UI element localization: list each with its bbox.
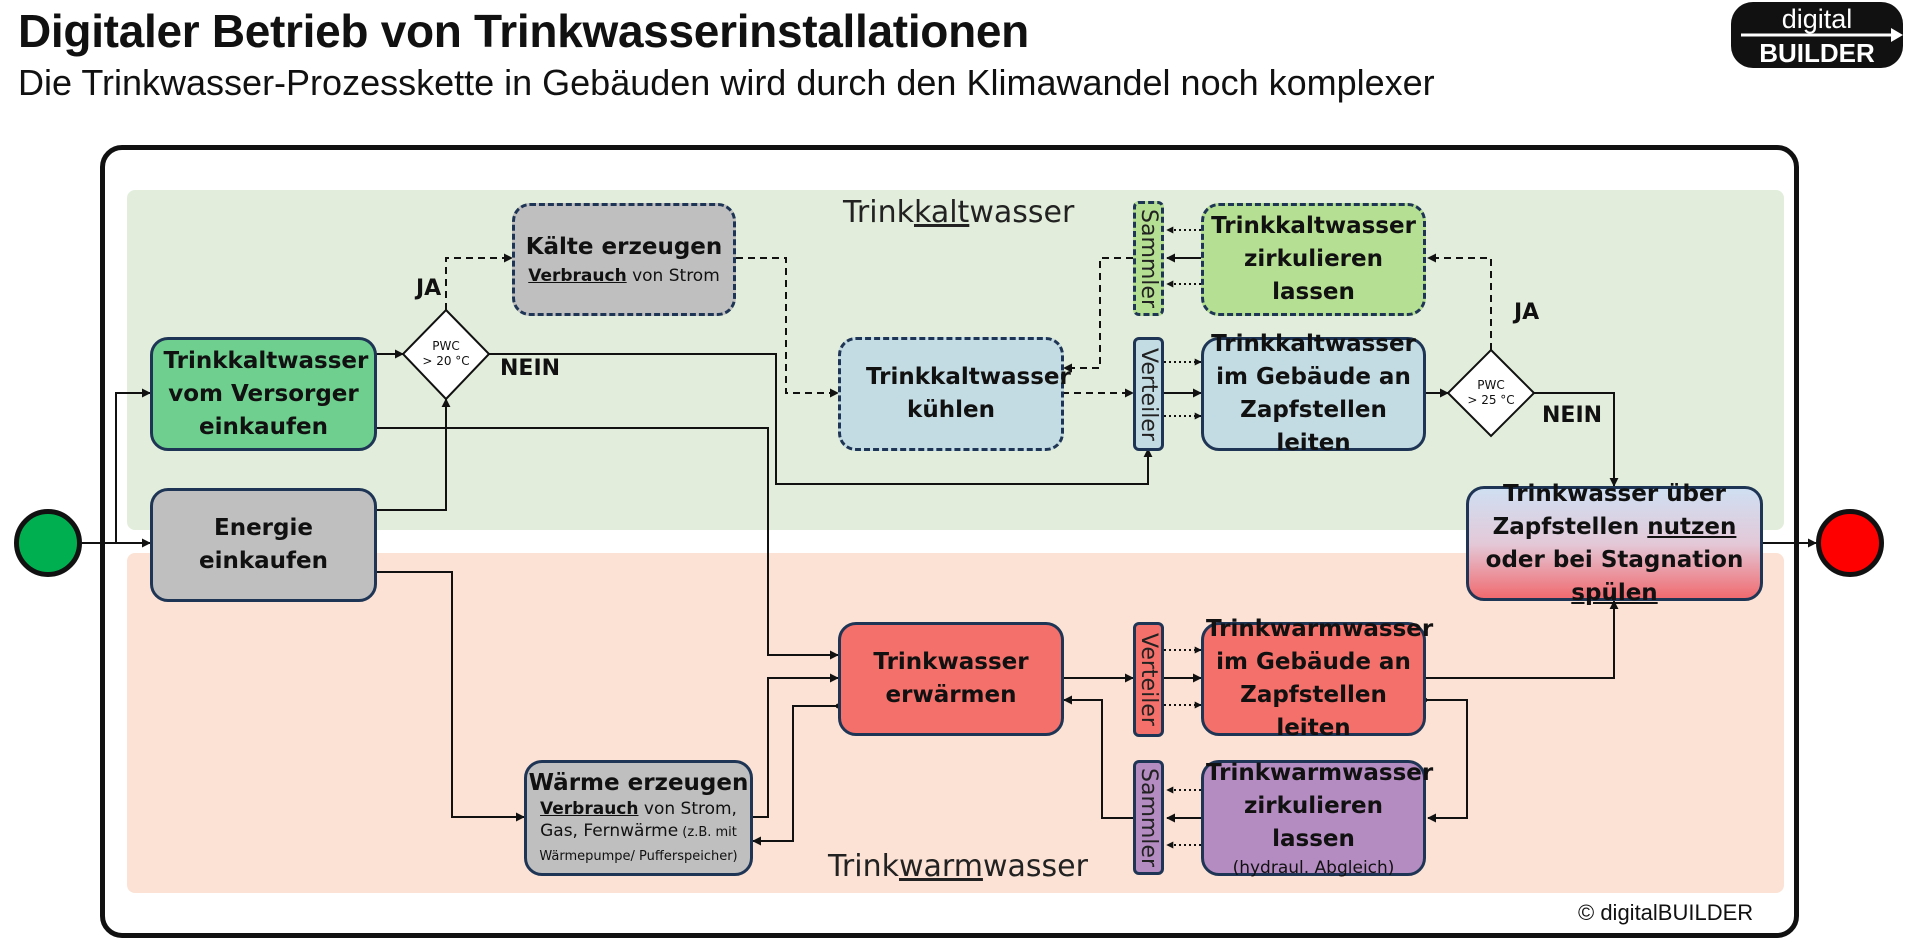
edge-waerme-to-erwaermen bbox=[751, 673, 839, 818]
edge-energie-to-waerme bbox=[371, 569, 525, 822]
logo-arrow-icon bbox=[1741, 28, 1903, 42]
node-trinkwasser-erwaermen-label: Trinkwasser erwärmen bbox=[873, 649, 1029, 708]
node-trinkwasser-nutzen[interactable]: Trinkwasser über Zapfstellen nutzen oder… bbox=[1466, 481, 1763, 606]
node-kaltwasser-kuehlen[interactable]: Trinkkaltwasser kühlen bbox=[838, 337, 1071, 451]
edge-pwc2-nein-to-nutzen bbox=[1534, 392, 1619, 487]
copyright-text: © digitalBUILDER bbox=[1578, 900, 1754, 925]
node-kaltwasser-zirkulieren[interactable]: Trinkkaltwasser zirkulieren lassen bbox=[1201, 203, 1426, 316]
node-kaltwasser-leiten[interactable]: Trinkkaltwasser im Gebäude an Zapfstelle… bbox=[1201, 331, 1426, 456]
verteiler-cold[interactable]: Verteiler bbox=[1133, 337, 1164, 451]
edge-kaelte-to-kuehlen bbox=[736, 257, 839, 398]
node-energie-einkaufen-label: Energie einkaufen bbox=[198, 515, 329, 574]
node-warmwasser-zirkulieren[interactable]: Trinkwarmwasser zirkulieren lassen (hydr… bbox=[1201, 759, 1434, 878]
decision-pwc-25 bbox=[1446, 348, 1536, 438]
node-trinkwasser-nutzen-label: Trinkwasser über Zapfstellen nutzen oder… bbox=[1485, 480, 1744, 606]
decision-pwc-20-label: PWC> 20 °C bbox=[422, 339, 470, 368]
node-energie-einkaufen[interactable]: Energie einkaufen bbox=[150, 488, 377, 602]
decision-pwc-20 bbox=[401, 308, 491, 401]
end-event bbox=[1816, 509, 1884, 577]
edge-start-to-kaltwasser bbox=[115, 388, 151, 543]
page-subtitle: Die Trinkwasser-Prozesskette in Gebäuden… bbox=[18, 62, 1435, 103]
edge-warm-leiten-to-nutzen bbox=[1425, 600, 1619, 679]
node-kaltwasser-kuehlen-label: Trinkkaltwasser kühlen bbox=[866, 364, 1071, 423]
digitalbuilder-logo: digital BUILDER bbox=[1731, 2, 1903, 68]
edge-erwaermen-to-waerme bbox=[752, 703, 841, 846]
node-waerme-erzeugen[interactable]: Wärme erzeugen Verbrauch von Strom,Gas, … bbox=[524, 760, 753, 876]
node-kaltwasser-einkaufen[interactable]: Trinkkaltwasser vom Versorger einkaufen bbox=[150, 337, 377, 451]
node-kaltwasser-zirkulieren-label: Trinkkaltwasser zirkulieren lassen bbox=[1211, 213, 1416, 305]
node-kaltwasser-einkaufen-label: Trinkkaltwasser vom Versorger einkaufen bbox=[163, 347, 369, 440]
node-warmwasser-zirkulieren-note: (hydraul. Abgleich) bbox=[1232, 857, 1395, 878]
verteiler-warm[interactable]: Verteiler bbox=[1133, 622, 1164, 737]
node-kaelte-erzeugen-consumption: Verbrauch von Strom bbox=[528, 266, 720, 286]
label-ja-2: JA bbox=[1514, 300, 1540, 325]
logo-line-2: BUILDER bbox=[1759, 38, 1875, 68]
edge-warm-sammler-to-erwaermen bbox=[1063, 695, 1133, 819]
node-waerme-erzeugen-consumption: Verbrauch von Strom,Gas, Fernwärme (z.B.… bbox=[539, 799, 738, 864]
edge-sammler-to-kuehlen bbox=[1063, 257, 1133, 373]
node-trinkwasser-erwaermen[interactable]: Trinkwasser erwärmen bbox=[838, 622, 1064, 736]
node-warmwasser-leiten[interactable]: Trinkwarmwasser im Gebäude an Zapfstelle… bbox=[1201, 616, 1433, 741]
node-warmwasser-zirkulieren-label: Trinkwarmwasser zirkulieren lassen bbox=[1206, 759, 1434, 852]
edge-pwc2-ja-to-zirkulieren bbox=[1427, 253, 1492, 350]
zone-label-warm: Trinkwarmwasser bbox=[828, 849, 1088, 884]
start-event bbox=[14, 509, 82, 577]
sammler-cold[interactable]: Sammler bbox=[1133, 201, 1164, 316]
decision-pwc-25-label: PWC> 25 °C bbox=[1467, 378, 1515, 407]
edge-pwc1-ja-to-kaelte bbox=[445, 253, 513, 310]
node-kaltwasser-leiten-label: Trinkkaltwasser im Gebäude an Zapfstelle… bbox=[1211, 331, 1416, 456]
label-nein-1: NEIN bbox=[500, 356, 561, 381]
node-warmwasser-leiten-label: Trinkwarmwasser im Gebäude an Zapfstelle… bbox=[1206, 616, 1434, 741]
page-title: Digitaler Betrieb von Trinkwasserinstall… bbox=[18, 5, 1029, 57]
zone-label-cold: Trinkkaltwasser bbox=[843, 195, 1075, 230]
node-kaelte-erzeugen[interactable]: Kälte erzeugen Verbrauch von Strom bbox=[512, 203, 736, 316]
node-waerme-erzeugen-title: Wärme erzeugen bbox=[528, 770, 749, 796]
edge-warm-leiten-to-zirkulieren bbox=[1422, 697, 1468, 823]
node-kaelte-erzeugen-title: Kälte erzeugen bbox=[525, 234, 723, 260]
label-ja-1: JA bbox=[416, 276, 442, 301]
edge-energie-to-pwc1 bbox=[371, 398, 451, 513]
process-frame bbox=[100, 145, 1799, 938]
label-nein-2: NEIN bbox=[1542, 403, 1603, 428]
edge-kaltwasser-to-erwaermen bbox=[371, 425, 839, 660]
sammler-warm[interactable]: Sammler bbox=[1133, 760, 1164, 875]
logo-line-1: digital bbox=[1781, 4, 1853, 34]
